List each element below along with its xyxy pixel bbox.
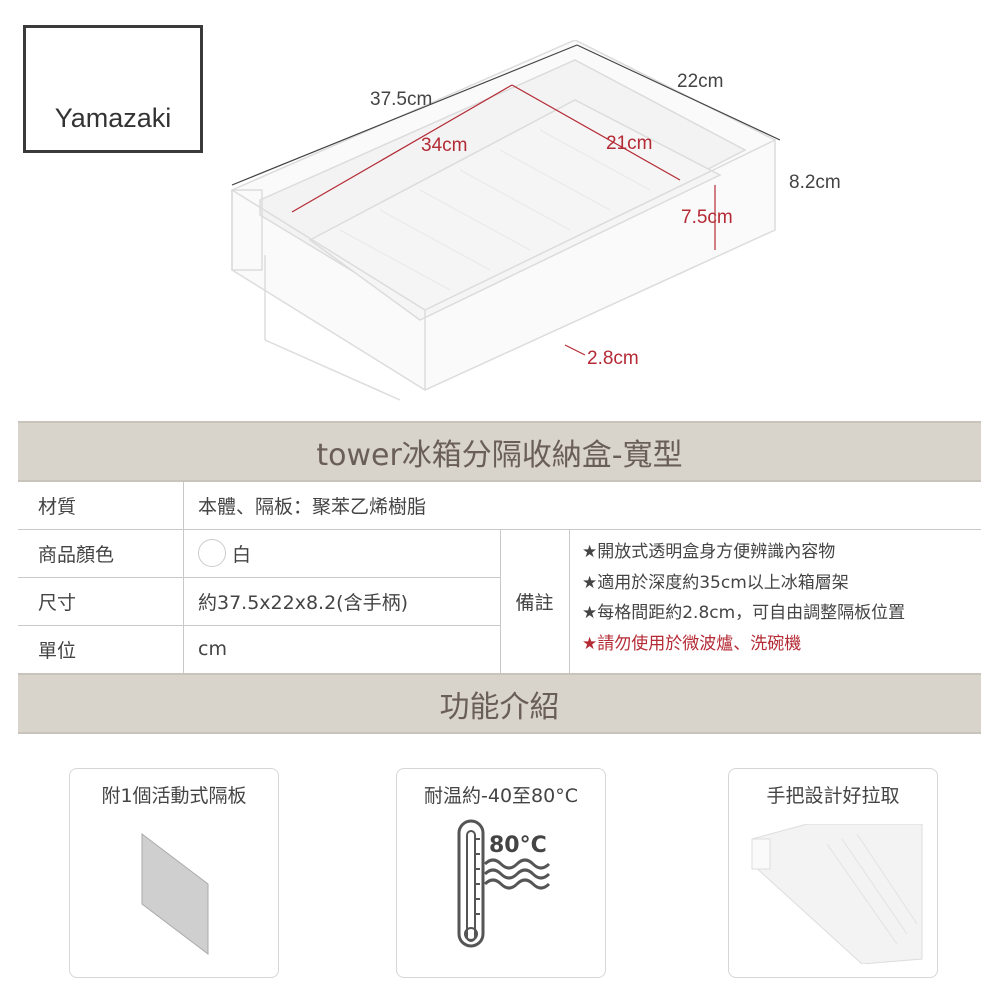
features-title: 功能介紹 [439, 689, 560, 725]
logo-text: Yamazaki [54, 103, 172, 133]
dim-outer-width: 22cm [677, 71, 724, 92]
thermometer-icon [457, 819, 551, 948]
feature-card-divider: 附1個活動式隔板 [69, 768, 279, 978]
feature-label: 手把設計好拉取 [766, 785, 900, 807]
size-label: 尺寸 [38, 591, 77, 614]
unit-value: cm [198, 638, 227, 660]
feature-label: 耐温約-40至80°C [424, 785, 578, 807]
warning-note: ★請勿使用於微波爐、洗碗機 [582, 633, 802, 654]
note-item: ★每格間距約2.8cm，可自由調整隔板位置 [582, 603, 906, 623]
note-item: ★適用於深度約35cm以上冰箱層架 [582, 572, 849, 593]
color-swatch [198, 539, 226, 567]
note-item: ★開放式透明盒身方便辨識內容物 [582, 542, 836, 562]
notes-list: ★開放式透明盒身方便辨識內容物 ★適用於深度約35cm以上冰箱層架 ★每格間距約… [582, 537, 905, 659]
dim-divider-spacing: 2.8cm [587, 348, 639, 369]
material-value: 本體、隔板：聚苯乙烯樹脂 [198, 496, 427, 518]
dim-inner-length: 34cm [421, 135, 468, 156]
color-label: 商品顏色 [38, 543, 115, 566]
brand-logo: Yamazaki [23, 25, 203, 153]
dim-outer-height: 8.2cm [789, 172, 841, 193]
unit-label: 單位 [38, 639, 77, 662]
notes-label: 備註 [515, 591, 554, 614]
features-band: 功能介紹 [18, 673, 981, 734]
color-value: 白 [232, 543, 252, 566]
product-title-band: tower冰箱分隔收納盒-寬型 [18, 421, 981, 482]
dim-inner-height: 7.5cm [681, 207, 733, 228]
size-value: 約37.5x22x8.2(含手柄) [198, 591, 409, 614]
feature-label: 附1個活動式隔板 [101, 785, 247, 807]
product-illustration [231, 40, 780, 401]
divider-panel-icon [141, 832, 209, 956]
material-label: 材質 [38, 496, 77, 518]
thermometer-label: 80°C [489, 833, 547, 858]
handle-photo [751, 824, 923, 964]
dim-inner-width: 21cm [606, 133, 653, 154]
feature-card-temperature: 耐温約-40至80°C 80°C [396, 768, 606, 978]
dim-outer-length: 37.5cm [370, 89, 433, 110]
feature-card-handle: 手把設計好拉取 [728, 768, 938, 978]
product-title: tower冰箱分隔收納盒-寬型 [316, 437, 683, 473]
